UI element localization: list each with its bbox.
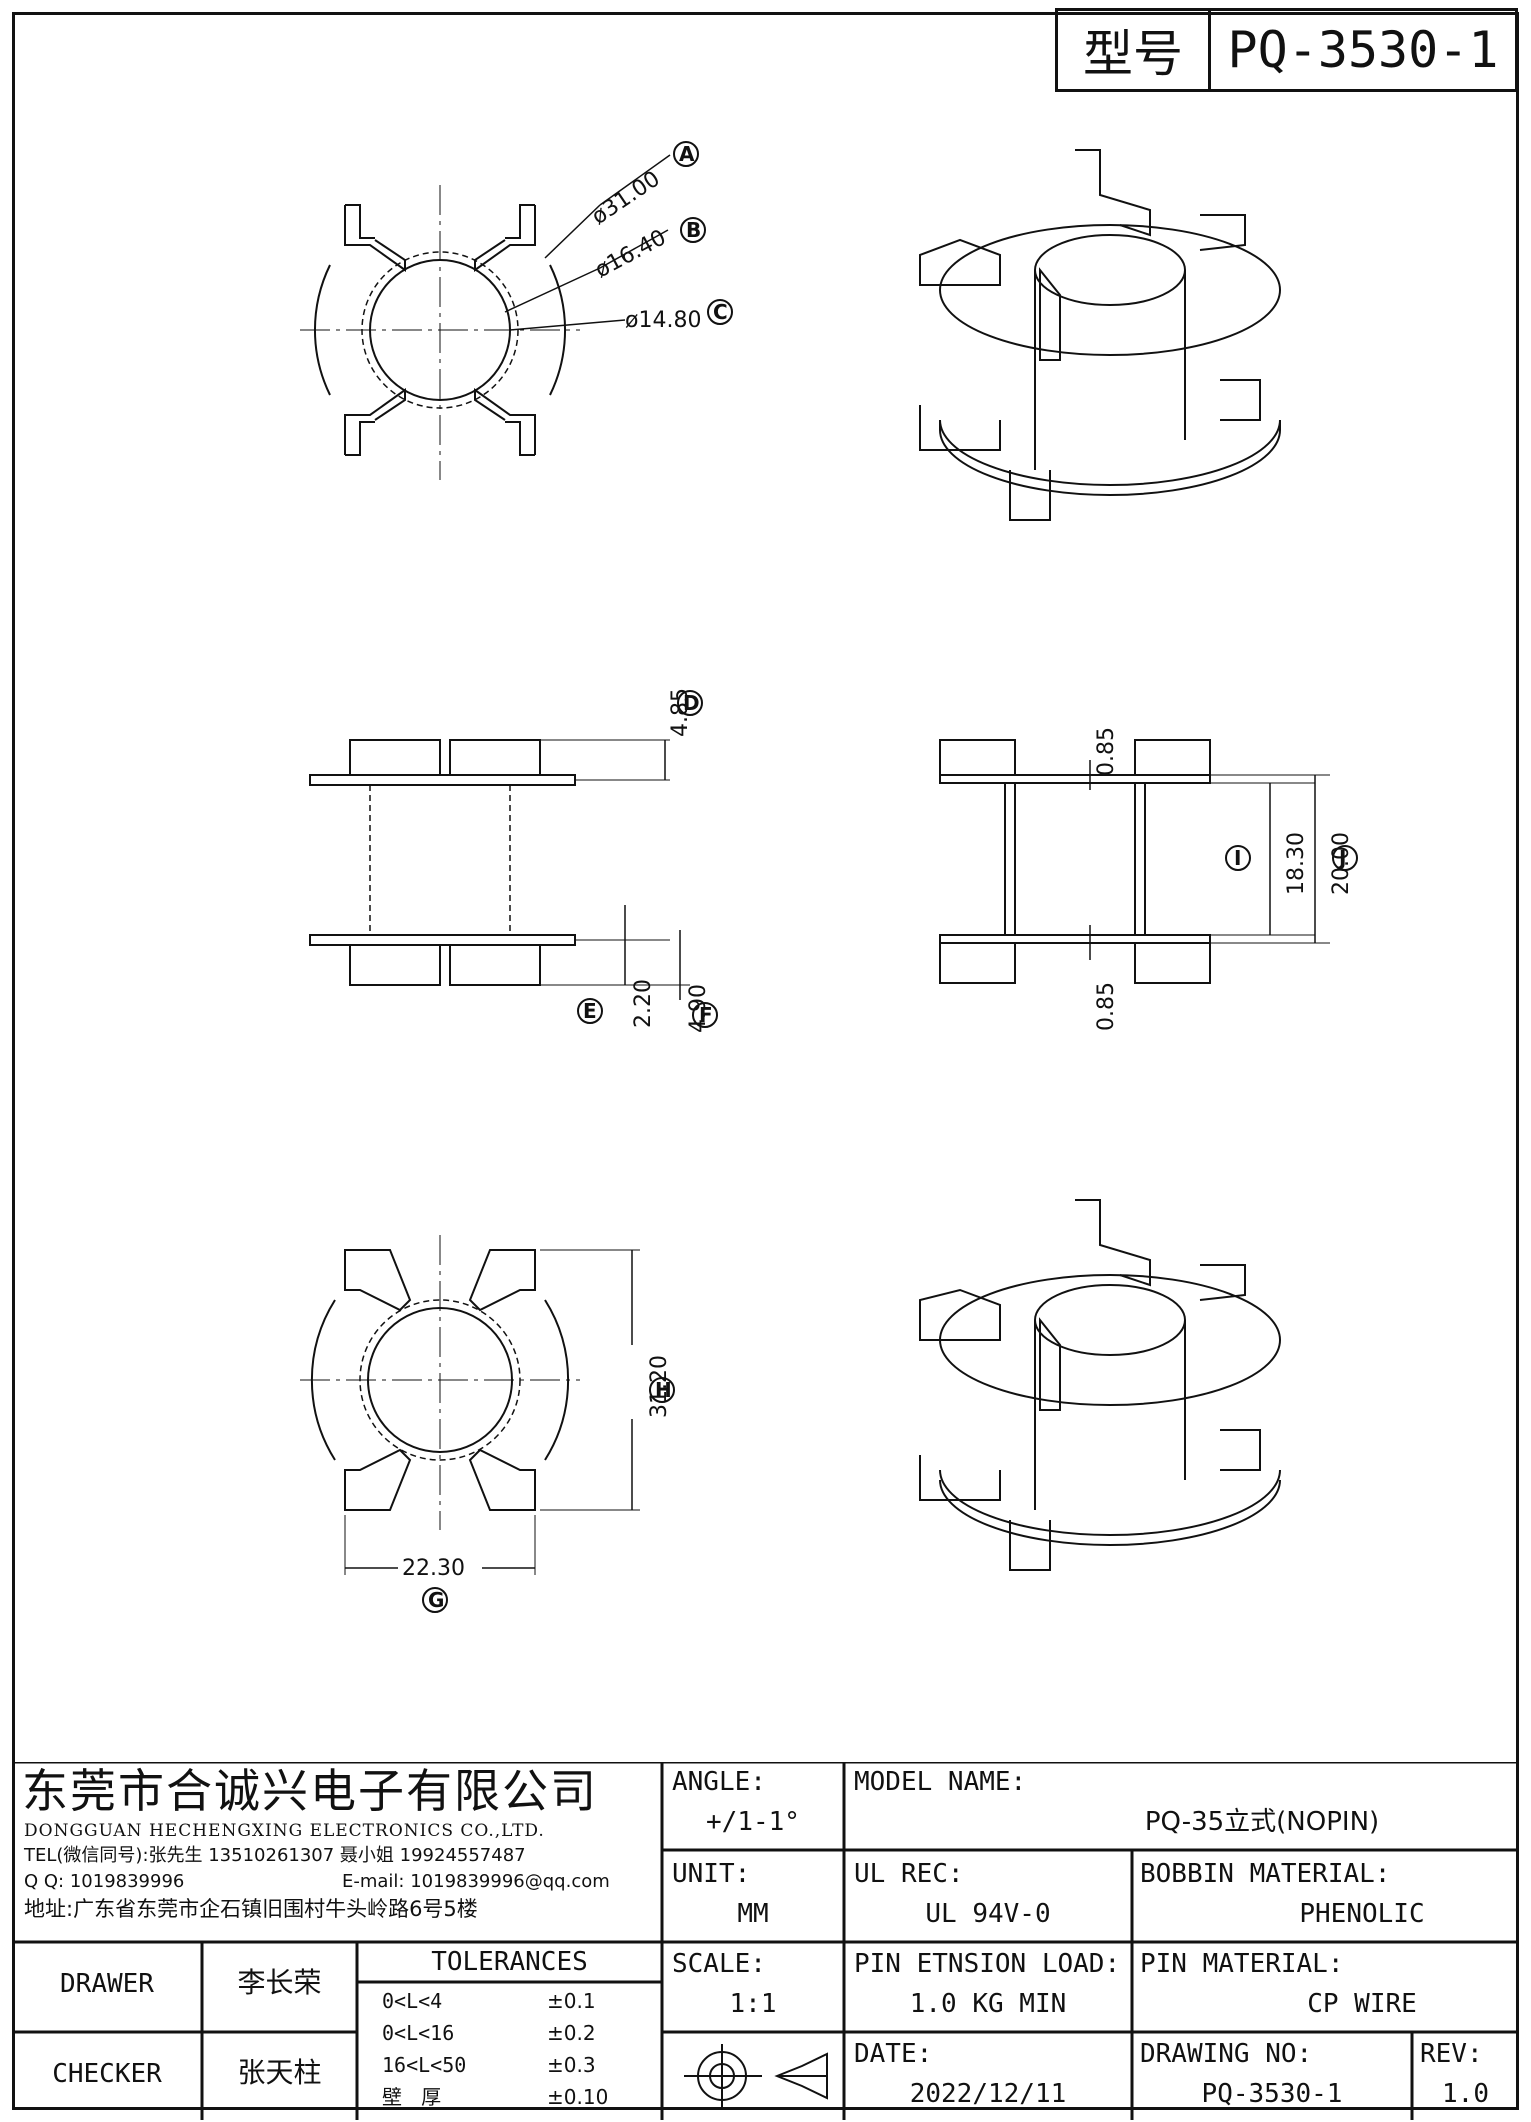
dim-g-text: 22.30 [402,1556,465,1581]
tolerances-title: TOLERANCES [431,1947,588,1977]
technical-drawing: ø31.00 ø16.40 ø14.80 A B C [300,141,1358,1613]
rev-label: REV: [1420,2039,1483,2069]
tolerance-value-2: ±0.2 [547,2021,596,2045]
pin-load-value: 1.0 KG MIN [909,1989,1067,2019]
company-name-cn: 东莞市合诚兴电子有限公司 [22,1764,598,1818]
drawing-no-value: PQ-3530-1 [1201,2079,1343,2109]
unit-label: UNIT: [672,1859,751,1889]
bobbin-material-label: BOBBIN MATERIAL: [1140,1859,1391,1889]
callout-i: I [1234,846,1241,870]
dim-flange-top: 0.85 [1094,727,1119,776]
front-view: 4.85 2.20 4.90 D E F [309,688,718,1033]
callout-f: F [699,1003,713,1027]
scale-value: 1:1 [729,1989,777,2019]
date-label: DATE: [854,2039,933,2069]
company-address: 地址:广东省东莞市企石镇旧围村牛头岭路6号5楼 [24,1897,478,1921]
tolerance-value-3: ±0.3 [547,2053,596,2077]
callout-d: D [683,691,700,715]
callout-c: C [713,300,728,324]
ul-rec-label: UL REC: [854,1859,964,1889]
drawer-name: 李长荣 [237,1966,322,1999]
ul-rec-value: UL 94V-0 [925,1899,1051,1929]
tolerance-value-1: ±0.1 [547,1989,596,2013]
callout-h: H [655,1378,672,1402]
tolerance-range-4: 壁 厚 [382,2085,442,2109]
callout-j: J [1337,846,1346,870]
checker-label: CHECKER [52,2059,162,2089]
bobbin-material-value: PHENOLIC [1299,1899,1425,1929]
model-title-box: 型号 PQ-3530-1 [1055,8,1518,92]
drawing-no-label: DRAWING NO: [1140,2039,1313,2069]
isometric-view-top [919,149,1281,521]
bottom-view: 22.30 31.20 G H [300,1235,675,1613]
unit-value: MM [737,1899,769,1929]
dim-e-text: 2.20 [631,979,656,1028]
company-email: E-mail: 1019839996@qq.com [342,1871,610,1892]
dim-j-text: 20.00 [1329,832,1354,895]
model-label: 型号 [1058,11,1211,89]
company-name-en: DONGGUAN HECHENGXING ELECTRONICS CO.,LTD… [24,1821,545,1841]
callout-g: G [428,1588,444,1612]
model-name-label: MODEL NAME: [854,1767,1027,1797]
title-block: 东莞市合诚兴电子有限公司 DONGGUAN HECHENGXING ELECTR… [12,1762,1519,2120]
scale-label: SCALE: [672,1949,766,1979]
dim-i-text: 18.30 [1284,832,1309,895]
top-view: ø31.00 ø16.40 ø14.80 A B C [300,141,733,480]
dim-a-text: ø31.00 [587,166,664,229]
callout-b: B [686,218,701,242]
tolerance-range-2: 0<L<16 [382,2021,455,2045]
title-block-grid [12,1762,1519,2120]
isometric-view-bottom [919,1199,1281,1571]
checker-name: 张天柱 [237,2056,322,2089]
drawing-sheet [12,12,1519,2110]
dim-c-text: ø14.80 [625,308,701,333]
pin-material-value: CP WIRE [1307,1989,1417,2019]
side-view: 0.85 0.85 18.30 20.00 I J [939,727,1358,1031]
drawer-label: DRAWER [60,1969,154,1999]
model-name-value: PQ-35立式(NOPIN) [1144,1807,1380,1837]
tolerance-value-4: ±0.10 [547,2085,609,2109]
tolerance-range-3: 16<L<50 [382,2053,467,2077]
callout-a: A [679,142,695,166]
rev-value: 1.0 [1442,2079,1489,2109]
company-qq: Q Q: 1019839996 [24,1871,185,1892]
dim-flange-bottom: 0.85 [1094,982,1119,1031]
angle-value: +/1-1° [706,1807,800,1837]
date-value: 2022/12/11 [909,2079,1067,2109]
tolerance-range-1: 0<L<4 [382,1989,443,2013]
pin-load-label: PIN ETNSION LOAD: [854,1949,1121,1979]
pin-material-label: PIN MATERIAL: [1140,1949,1344,1979]
callout-e: E [583,999,597,1023]
angle-label: ANGLE: [672,1767,766,1797]
model-number: PQ-3530-1 [1227,21,1499,79]
company-tel: TEL(微信同号):张先生 13510261307 聂小姐 1992455748… [24,1845,526,1866]
dim-b-text: ø16.40 [591,225,670,283]
